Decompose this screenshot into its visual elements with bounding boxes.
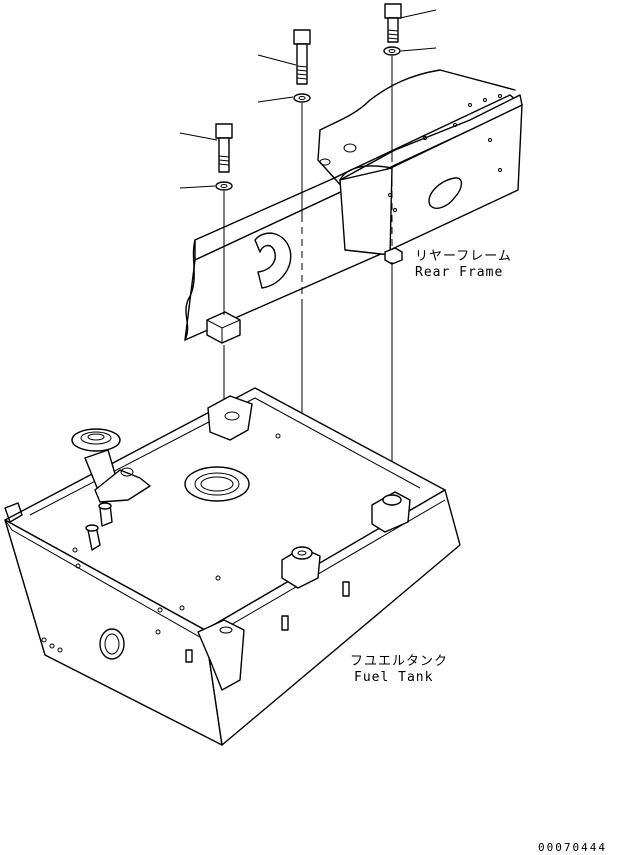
label-fuel-tank-jp: フユエルタンク [350, 654, 448, 669]
label-fuel-tank-en: Fuel Tank [354, 670, 433, 685]
leader-line [179, 185, 216, 189]
fuel-tank-bracket [94, 469, 151, 503]
fuel-tank-clip [342, 581, 350, 597]
rear-frame-break-line [184, 239, 196, 341]
bolt-head [293, 29, 311, 45]
rear-frame [184, 69, 523, 344]
fuel-tank-corner-tab [4, 502, 23, 523]
rear-frame-bracket-curve [339, 165, 393, 181]
washer [383, 46, 401, 56]
rear-frame-hook-cutout [254, 232, 292, 289]
fuel-tank-mount-pad-right [371, 491, 411, 533]
fuel-level-gauge [99, 628, 125, 660]
rear-frame-upper-edge [319, 69, 516, 131]
label-rear-frame-jp: リヤーフレーム [415, 249, 512, 264]
fuel-tank-rear-mount [207, 395, 253, 441]
leader-line [400, 47, 437, 52]
rear-frame-left-wall [317, 129, 346, 191]
bolt-set-middle [257, 29, 311, 103]
rear-frame-mount-pad-right [384, 247, 403, 265]
rear-frame-rivets [388, 94, 502, 212]
leader-line [179, 132, 218, 141]
bolt-head [215, 123, 233, 139]
fuel-tank-side-face [204, 489, 461, 746]
bolt-head [384, 3, 402, 19]
rear-frame-hole [343, 143, 357, 153]
bolt-set-right [383, 3, 437, 56]
leader-line [257, 54, 297, 66]
rear-frame-hole [319, 158, 331, 166]
fuel-tank-mount-pad-left [197, 619, 245, 691]
fuel-sender-flange [184, 466, 250, 502]
fuel-tank-mount-pad-middle [281, 546, 321, 589]
washer [293, 93, 311, 103]
fuel-tank-clip [281, 615, 289, 631]
fuel-tank-fittings [72, 433, 281, 635]
bolt-set-left [179, 123, 233, 191]
fuel-tank-clip [185, 649, 193, 663]
bolt-shank [296, 43, 308, 85]
leader-line [257, 96, 294, 103]
label-rear-frame-en: Rear Frame [415, 265, 503, 280]
leader-line [399, 9, 437, 19]
drawing-code: 00070444 [538, 841, 607, 854]
rear-frame-mount-bracket [339, 167, 393, 256]
fuel-tank [4, 387, 461, 746]
rear-frame-slot [428, 177, 463, 209]
bolt-shank [218, 137, 230, 173]
washer [215, 181, 233, 191]
